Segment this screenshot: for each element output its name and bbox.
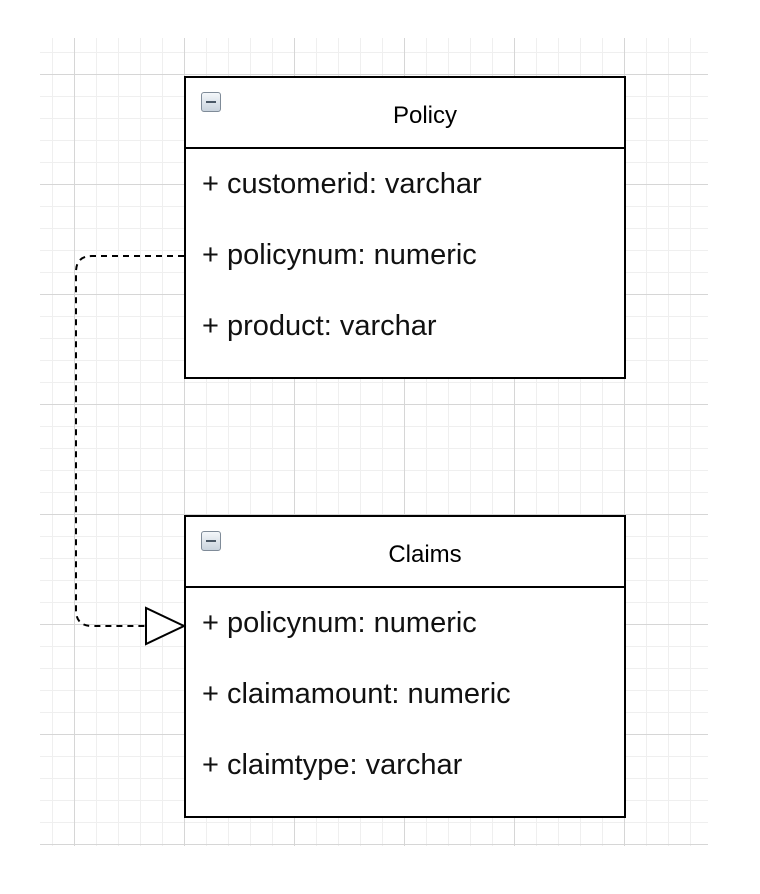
policy-table[interactable]: Policy + customerid: varchar + policynum… xyxy=(184,76,626,379)
claims-field-claimamount[interactable]: + claimamount: numeric xyxy=(202,678,511,710)
policy-table-title: Policy xyxy=(392,102,458,129)
relationship-dashed-line[interactable] xyxy=(75,255,184,627)
claims-field-policynum[interactable]: + policynum: numeric xyxy=(202,607,477,639)
collapse-icon[interactable] xyxy=(201,531,221,551)
relationship-arrowhead-icon xyxy=(145,606,187,646)
claims-table-header[interactable]: Claims xyxy=(186,517,624,588)
collapse-icon[interactable] xyxy=(201,92,221,112)
claims-table-title: Claims xyxy=(388,541,462,568)
claims-table[interactable]: Claims + policynum: numeric + claimamoun… xyxy=(184,515,626,818)
policy-field-policynum[interactable]: + policynum: numeric xyxy=(202,239,477,271)
policy-field-product[interactable]: + product: varchar xyxy=(202,310,437,342)
policy-table-header[interactable]: Policy xyxy=(186,78,624,149)
claims-field-claimtype[interactable]: + claimtype: varchar xyxy=(202,749,463,781)
policy-field-customerid[interactable]: + customerid: varchar xyxy=(202,168,482,200)
